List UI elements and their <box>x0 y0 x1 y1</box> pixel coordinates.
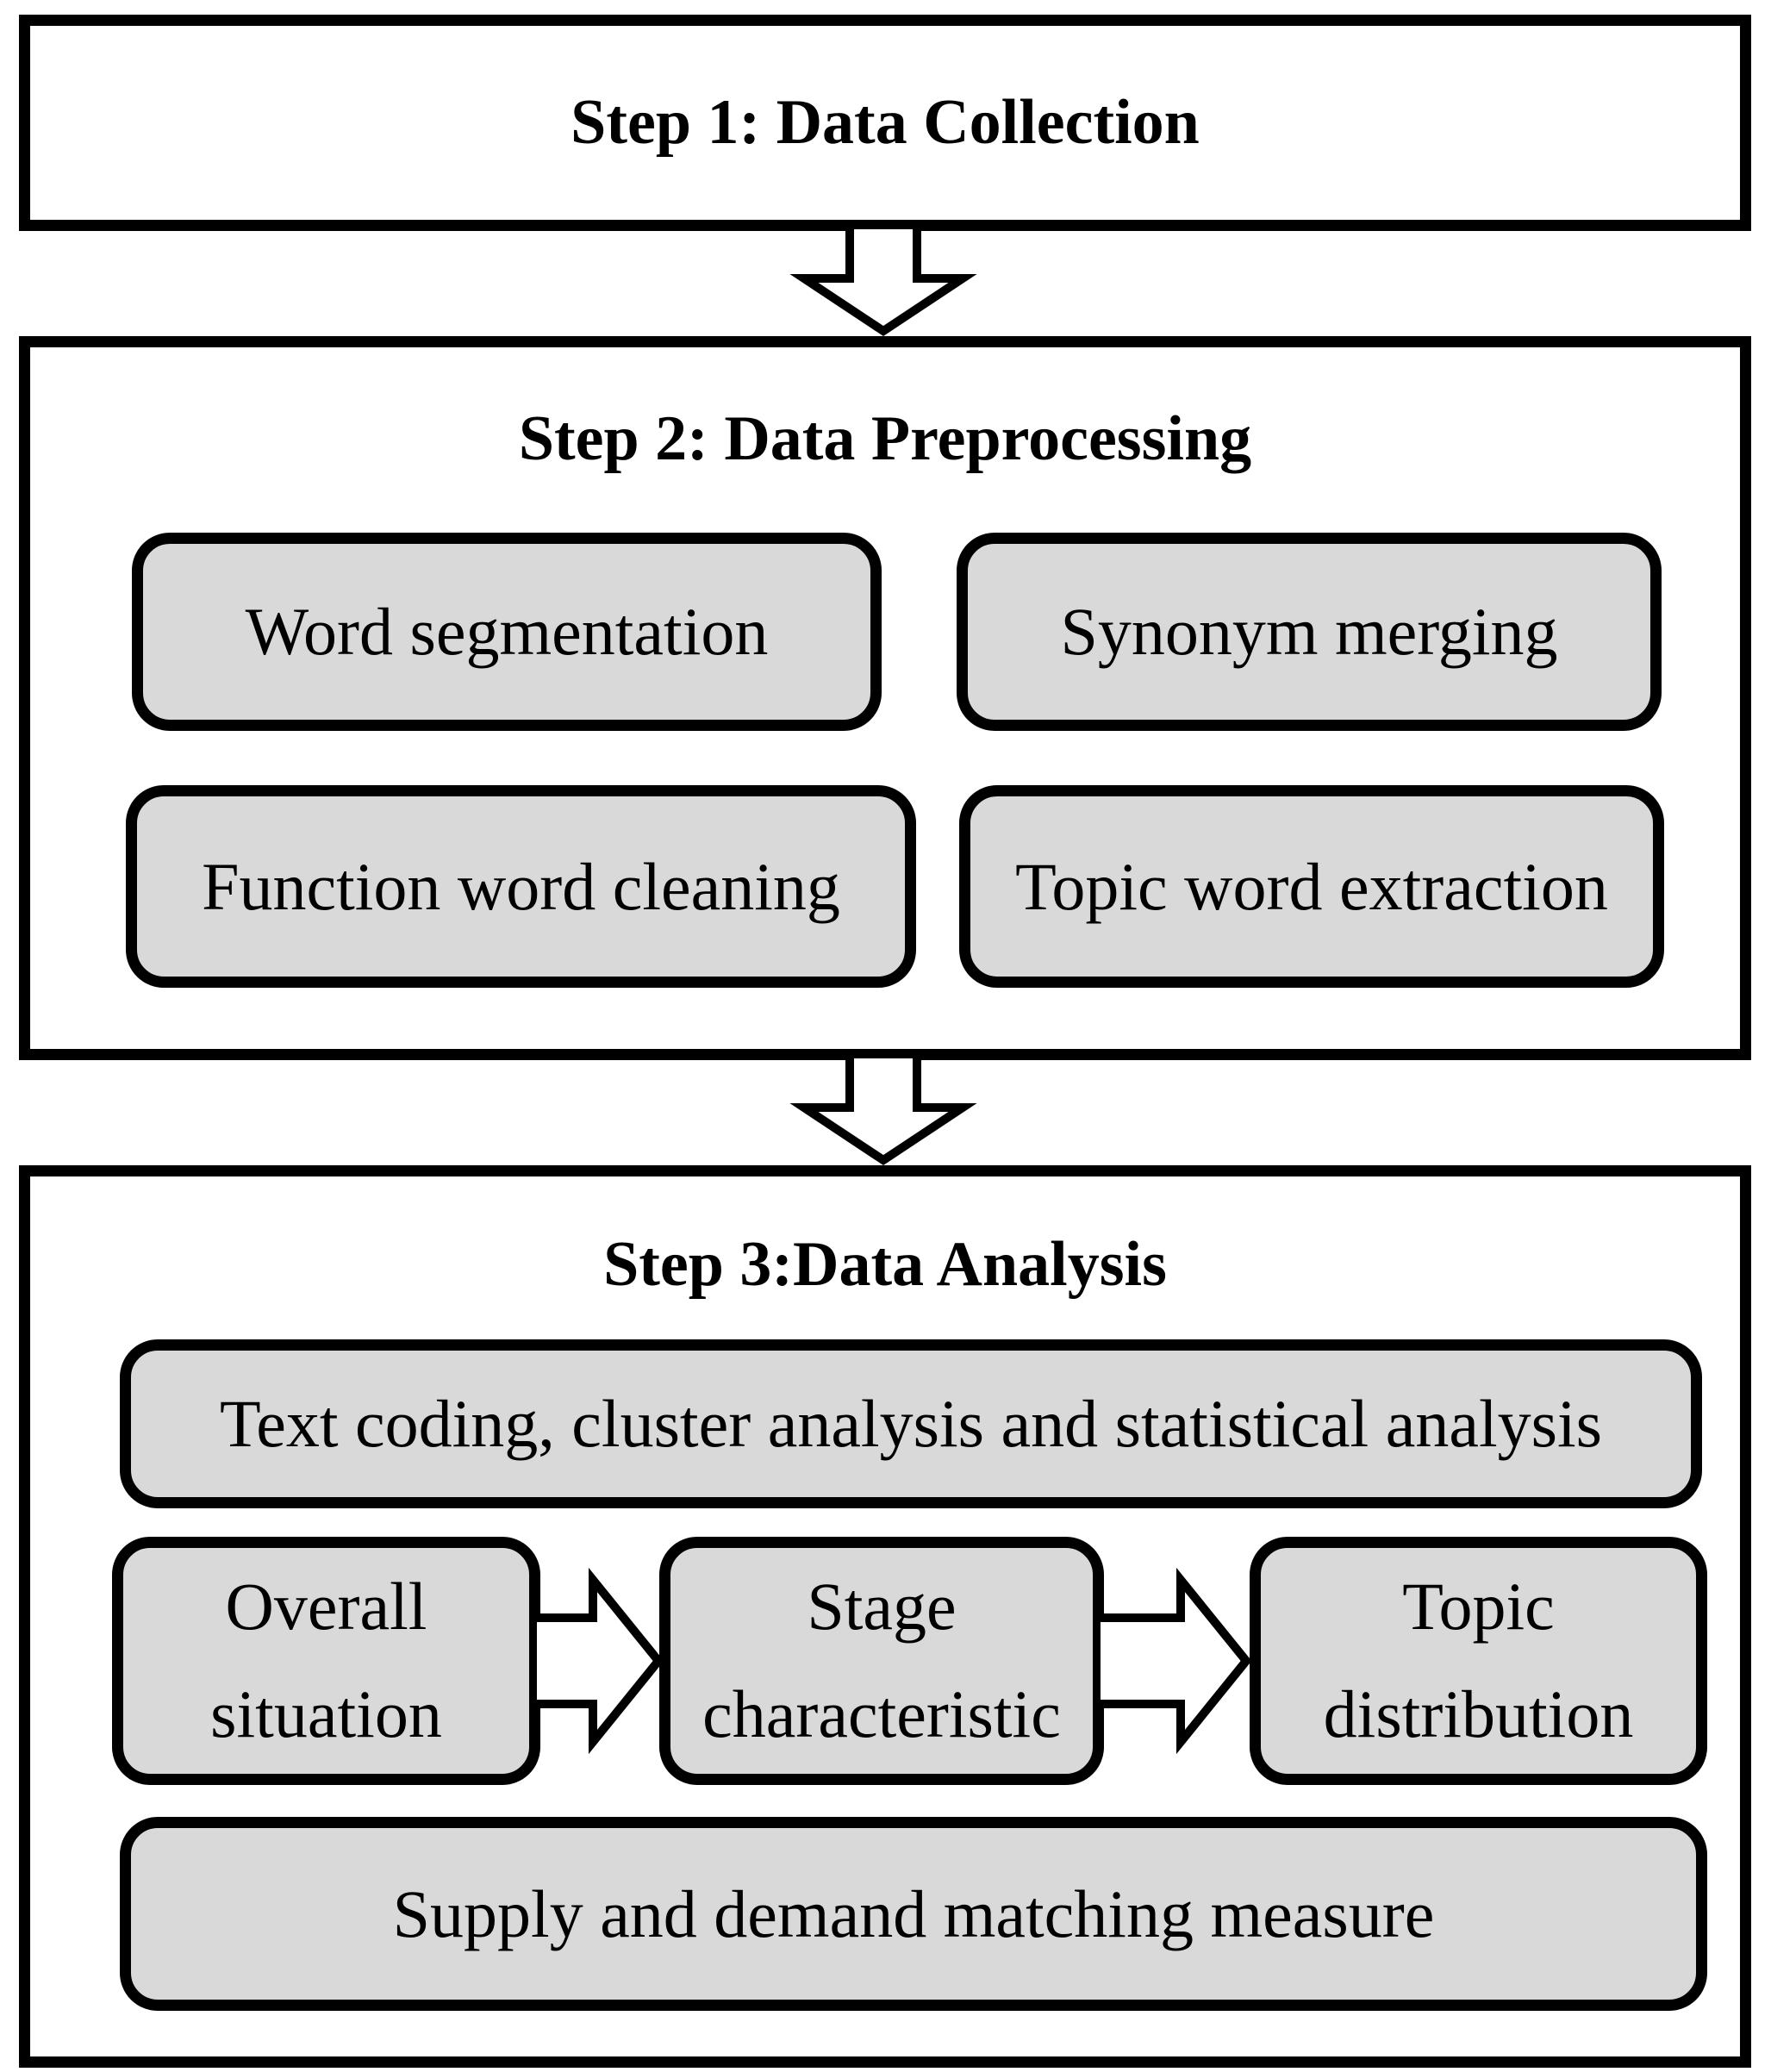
box-label-line1: Stage <box>807 1569 957 1644</box>
right-arrow-icon <box>1101 1567 1252 1755</box>
box-label: Overall situation <box>210 1553 442 1769</box>
box-label: Word segmentation <box>245 594 769 670</box>
box-label: Synonym merging <box>1060 594 1558 670</box>
box-label-line2: situation <box>210 1676 442 1751</box>
box-word-segmentation: Word segmentation <box>132 533 882 731</box>
step1-panel: Step 1: Data Collection <box>19 15 1751 231</box>
box-synonym-merging: Synonym merging <box>957 533 1662 731</box>
box-topic-word-extraction: Topic word extraction <box>959 785 1664 988</box>
box-function-word-cleaning: Function word cleaning <box>126 785 916 988</box>
box-label: Text coding, cluster analysis and statis… <box>220 1386 1602 1462</box>
down-arrow-icon <box>789 229 977 338</box>
box-label: Supply and demand matching measure <box>392 1875 1435 1951</box>
box-label-line1: Overall <box>225 1569 427 1644</box>
box-label: Function word cleaning <box>202 848 840 924</box>
box-label-line1: Topic <box>1402 1569 1555 1644</box>
box-text-coding-cluster-statistical: Text coding, cluster analysis and statis… <box>120 1339 1702 1508</box>
down-arrow-icon <box>789 1058 977 1167</box>
box-label-line2: characteristic <box>702 1676 1061 1751</box>
box-overall-situation: Overall situation <box>112 1537 540 1785</box>
box-supply-demand-matching: Supply and demand matching measure <box>120 1817 1707 2011</box>
box-label: Topic word extraction <box>1015 848 1608 924</box>
step2-panel: Step 2: Data Preprocessing Word segmenta… <box>19 336 1751 1060</box>
step1-title: Step 1: Data Collection <box>571 87 1200 159</box>
step2-title: Step 2: Data Preprocessing <box>518 403 1252 474</box>
box-label: Topic distribution <box>1324 1553 1634 1769</box>
box-stage-characteristic: Stage characteristic <box>659 1537 1104 1785</box>
box-label-line2: distribution <box>1323 1676 1634 1751</box>
box-label: Stage characteristic <box>702 1553 1061 1769</box>
right-arrow-icon <box>537 1567 664 1755</box>
box-topic-distribution: Topic distribution <box>1250 1537 1707 1785</box>
step3-title: Step 3:Data Analysis <box>603 1229 1167 1300</box>
step3-panel: Step 3:Data Analysis Text coding, cluste… <box>19 1165 1751 2068</box>
